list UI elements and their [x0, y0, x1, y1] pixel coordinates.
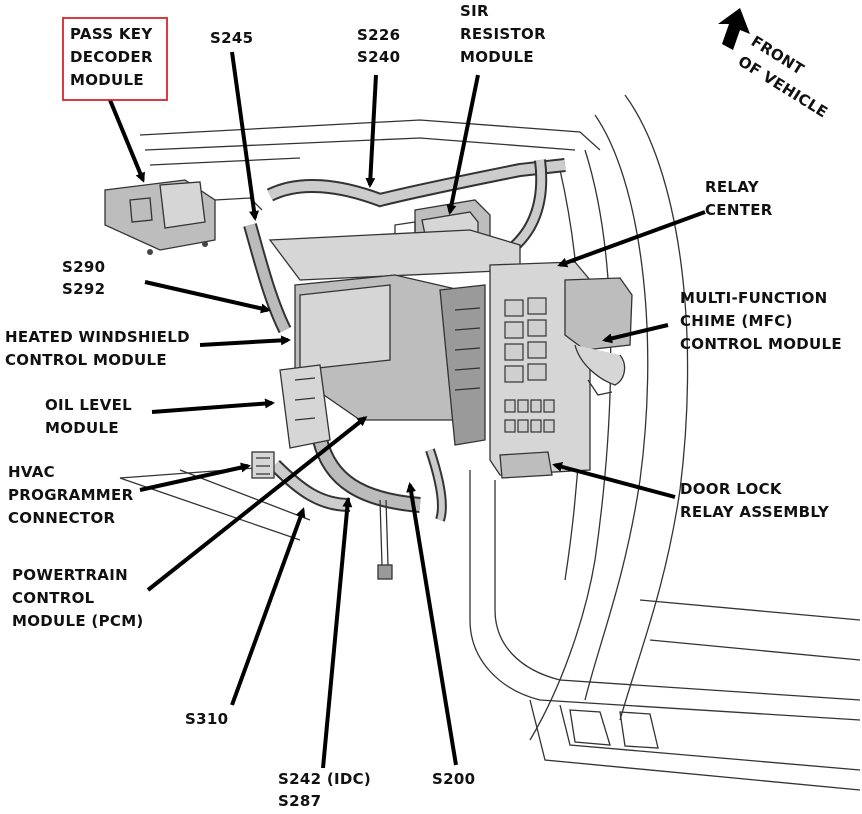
- arrow-s290-s292: [144, 280, 271, 314]
- label-hvac-3: CONNECTOR: [8, 509, 116, 527]
- label-sir-2: RESISTOR: [460, 25, 546, 43]
- label-s290: S290: [62, 258, 105, 276]
- arrow-pass-key: [108, 99, 145, 183]
- label-pcm-3: MODULE (PCM): [12, 612, 144, 630]
- label-s242-2: S287: [278, 792, 321, 810]
- arrow-s200: [406, 482, 458, 766]
- label-pass-key-1: PASS KEY: [70, 25, 153, 43]
- label-s226: S226: [357, 26, 400, 44]
- label-hvac-2: PROGRAMMER: [8, 486, 134, 504]
- label-s245: S245: [210, 29, 253, 47]
- hvac-programmer-connector-drawing: [251, 451, 275, 479]
- label-mfc-3: CONTROL MODULE: [680, 335, 842, 353]
- label-oil-level-2: MODULE: [45, 419, 119, 437]
- arrow-sir-resistor: [446, 74, 480, 215]
- label-s242-1: S242 (IDC): [278, 770, 371, 788]
- arrow-relay-center: [557, 210, 706, 268]
- label-pass-key-2: DECODER: [70, 48, 153, 66]
- label-door-lock-1: DOOR LOCK: [680, 480, 783, 498]
- label-heated-windshield-1: HEATED WINDSHIELD: [5, 328, 190, 346]
- arrow-oil-level: [151, 398, 275, 414]
- label-relay-2: CENTER: [705, 201, 773, 219]
- vehicle-body-outline: [119, 94, 861, 791]
- arrow-s242: [321, 497, 353, 769]
- label-sir-1: SIR: [460, 2, 489, 20]
- label-door-lock-2: RELAY ASSEMBLY: [680, 503, 830, 521]
- highlight-box: [62, 17, 168, 101]
- arrow-heated-windshield: [199, 335, 291, 347]
- arrow-s245: [230, 51, 259, 221]
- arrow-s310: [230, 507, 306, 706]
- label-oil-level-1: OIL LEVEL: [45, 396, 132, 414]
- mfc-chime-module-drawing: [564, 277, 633, 396]
- arrow-mfc: [602, 323, 669, 344]
- labels: PASS KEY DECODER MODULE S245 S226 S240 S…: [5, 2, 842, 810]
- label-mfc-1: MULTI-FUNCTION: [680, 289, 828, 307]
- pcm-and-module-stack-drawing: [268, 229, 521, 449]
- arrow-door-lock: [552, 461, 676, 499]
- arrow-s226-s240: [365, 74, 378, 188]
- front-of-vehicle-arrow: [718, 8, 750, 50]
- label-sir-3: MODULE: [460, 48, 534, 66]
- label-hvac-1: HVAC: [8, 463, 55, 481]
- label-pcm-2: CONTROL: [12, 589, 95, 607]
- label-s292: S292: [62, 280, 105, 298]
- label-relay-1: RELAY: [705, 178, 760, 196]
- label-s310: S310: [185, 710, 228, 728]
- label-heated-windshield-2: CONTROL MODULE: [5, 351, 167, 369]
- pass-key-decoder-module-drawing: [104, 179, 263, 255]
- label-s200: S200: [432, 770, 475, 788]
- label-mfc-2: CHIME (MFC): [680, 312, 793, 330]
- label-s240: S240: [357, 48, 400, 66]
- arrow-pcm: [146, 416, 368, 592]
- label-pass-key-3: MODULE: [70, 71, 144, 89]
- label-pcm-1: POWERTRAIN: [12, 566, 128, 584]
- arrow-hvac: [139, 462, 251, 492]
- leader-lines: [108, 51, 706, 769]
